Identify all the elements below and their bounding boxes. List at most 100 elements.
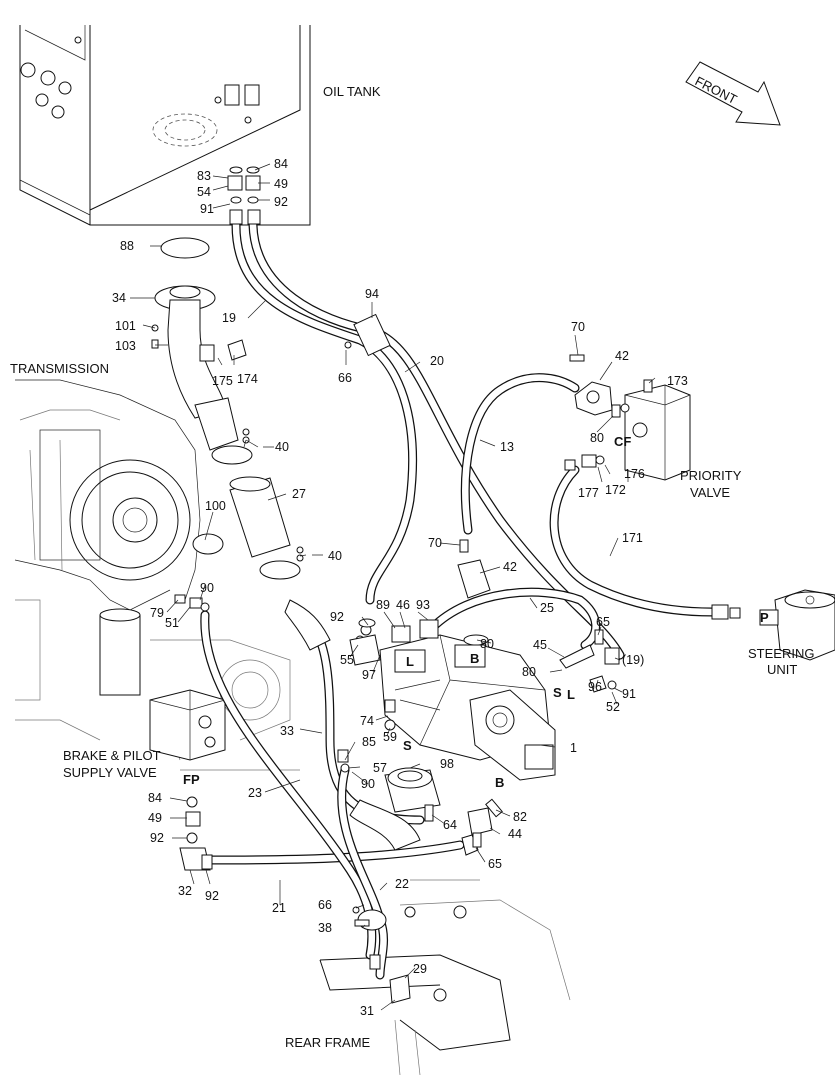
callout-40: 40 — [275, 440, 289, 454]
callout-91b: 91 — [622, 687, 636, 701]
callout-44: 44 — [508, 827, 522, 841]
port-cf: CF — [614, 434, 631, 449]
callout-27: 27 — [292, 487, 306, 501]
callout-101: 101 — [115, 319, 136, 333]
brake-pilot-supply-valve — [149, 689, 226, 761]
callout-38: 38 — [318, 921, 332, 935]
callout-80c: 80 — [522, 665, 536, 679]
callout-1: 1 — [570, 741, 577, 755]
callout-92b: 92 — [330, 610, 344, 624]
steering-unit-label-2: UNIT — [767, 662, 797, 677]
callout-96: 96 — [588, 680, 602, 694]
callout-175: 175 — [212, 374, 233, 388]
steering-unit — [759, 589, 835, 661]
callout-25: 25 — [540, 601, 554, 615]
callout-84: 84 — [274, 157, 288, 171]
callout-84b: 84 — [148, 791, 162, 805]
callout-19b: (19) — [622, 653, 644, 667]
callout-59: 59 — [383, 730, 397, 744]
callout-176: 176 — [624, 467, 645, 481]
oil-tank — [19, 25, 311, 226]
labels: OIL TANK TRANSMISSION PRIORITY VALVE STE… — [10, 84, 814, 1050]
port-l-2: L — [567, 687, 575, 702]
main-pump — [379, 634, 556, 781]
callout-173: 173 — [667, 374, 688, 388]
callout-55: 55 — [340, 653, 354, 667]
callout-33: 33 — [280, 724, 294, 738]
oil-tank-label: OIL TANK — [323, 84, 381, 99]
callout-83: 83 — [197, 169, 211, 183]
callout-70b: 70 — [428, 536, 442, 550]
callout-94: 94 — [365, 287, 379, 301]
port-b-1: B — [470, 651, 479, 666]
callout-92: 92 — [274, 195, 288, 209]
callout-49: 49 — [274, 177, 288, 191]
callout-172: 172 — [605, 483, 626, 497]
callout-103: 103 — [115, 339, 136, 353]
callout-89: 89 — [376, 598, 390, 612]
brake-valve-label-2: SUPPLY VALVE — [63, 765, 157, 780]
callout-70: 70 — [571, 320, 585, 334]
callout-91: 91 — [200, 202, 214, 216]
port-fp: FP — [183, 772, 200, 787]
callout-34: 34 — [112, 291, 126, 305]
callout-177: 177 — [578, 486, 599, 500]
callout-82: 82 — [513, 810, 527, 824]
hoses — [200, 220, 717, 980]
callout-46: 46 — [396, 598, 410, 612]
port-s-1: S — [553, 685, 562, 700]
callout-66b: 66 — [318, 898, 332, 912]
priority-valve-label-1: PRIORITY — [680, 468, 742, 483]
port-p: P — [760, 610, 769, 625]
callout-13: 13 — [500, 440, 514, 454]
callout-88: 88 — [120, 239, 134, 253]
steering-unit-label-1: STEERING — [748, 646, 814, 661]
callout-32: 32 — [178, 884, 192, 898]
callout-98: 98 — [440, 757, 454, 771]
callout-90b: 90 — [361, 777, 375, 791]
callout-93: 93 — [416, 598, 430, 612]
callout-40b: 40 — [328, 549, 342, 563]
callout-66: 66 — [338, 371, 352, 385]
callout-42b: 42 — [503, 560, 517, 574]
port-l-1: L — [406, 654, 414, 669]
leader-lines — [130, 163, 656, 1011]
callout-79: 79 — [150, 606, 164, 620]
rear-frame-label: REAR FRAME — [285, 1035, 371, 1050]
callout-45: 45 — [533, 638, 547, 652]
callout-51: 51 — [165, 616, 179, 630]
port-s-2: S — [403, 738, 412, 753]
callout-64: 64 — [443, 818, 457, 832]
callout-21: 21 — [272, 901, 286, 915]
callout-65b: 65 — [488, 857, 502, 871]
callout-174: 174 — [237, 372, 258, 386]
front-arrow: FRONT — [685, 61, 781, 126]
callout-65: 65 — [596, 615, 610, 629]
callout-54: 54 — [197, 185, 211, 199]
callout-92d: 92 — [205, 889, 219, 903]
suction-pipe — [154, 237, 247, 451]
priority-valve — [574, 379, 691, 481]
fittings — [151, 166, 741, 1004]
callout-49b: 49 — [148, 811, 162, 825]
transmission — [14, 379, 201, 701]
callout-31: 31 — [360, 1004, 374, 1018]
callout-74: 74 — [360, 714, 374, 728]
callout-80: 80 — [590, 431, 604, 445]
callout-100: 100 — [205, 499, 226, 513]
callout-22: 22 — [395, 877, 409, 891]
rear-frame — [319, 879, 571, 1076]
callout-29: 29 — [413, 962, 427, 976]
callout-171: 171 — [622, 531, 643, 545]
callout-20: 20 — [430, 354, 444, 368]
callout-57: 57 — [373, 761, 387, 775]
callout-92c: 92 — [150, 831, 164, 845]
callout-85: 85 — [362, 735, 376, 749]
port-b-2: B — [495, 775, 504, 790]
priority-valve-label-2: VALVE — [690, 485, 730, 500]
suction-flange — [349, 767, 441, 851]
brake-valve-label-1: BRAKE & PILOT — [63, 748, 161, 763]
callout-19: 19 — [222, 311, 236, 325]
